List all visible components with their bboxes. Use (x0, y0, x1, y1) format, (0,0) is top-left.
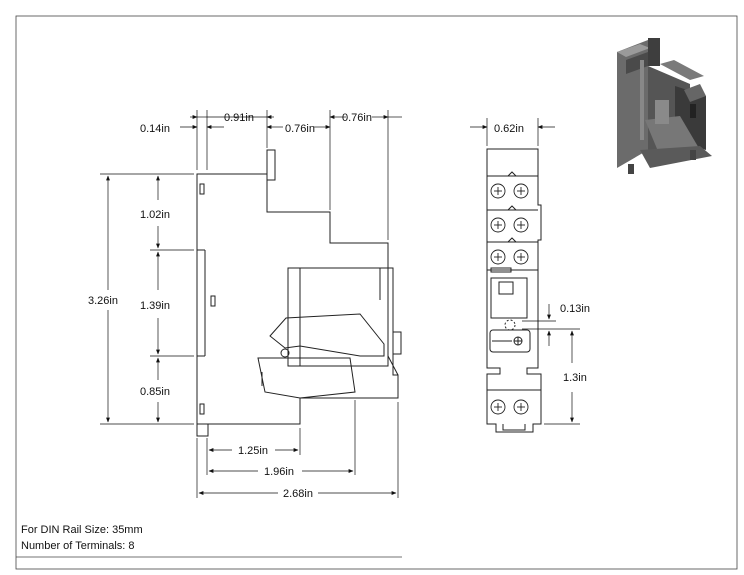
relay-body (287, 267, 389, 367)
dim-0-14: 0.14in (140, 123, 170, 135)
terminal-screw (513, 399, 529, 415)
front-view (486, 148, 542, 433)
dim-0-85: 0.85in (140, 386, 170, 398)
din-rail-note: For DIN Rail Size: 35mm (21, 524, 143, 536)
dim-3-26: 3.26in (88, 295, 118, 307)
terminal-screw (513, 217, 529, 233)
dim-0-91: 0.91in (224, 112, 254, 124)
relay-window (490, 277, 528, 319)
dim-1-25: 1.25in (238, 445, 268, 457)
sheet-border (15, 15, 738, 570)
terminal-screw (490, 249, 506, 265)
dim-0-76-b: 0.76in (342, 112, 372, 124)
latch-lever (269, 313, 385, 357)
bottom-foot (196, 424, 209, 437)
dim-1-02: 1.02in (140, 209, 170, 221)
dim-2-68: 2.68in (283, 488, 313, 500)
lower-clip (257, 357, 356, 399)
terminal-screws (490, 183, 529, 415)
terminal-screw (513, 183, 529, 199)
dim-0-62: 0.62in (494, 123, 524, 135)
dim-0-13: 0.13in (560, 303, 590, 315)
terminal-screw (490, 183, 506, 199)
side-view (196, 149, 402, 437)
terminal-screw (513, 249, 529, 265)
side-view-outline (196, 173, 399, 425)
dim-1-39: 1.39in (140, 300, 170, 312)
dim-0-76-a: 0.76in (285, 123, 315, 135)
side-view-dimensions (100, 110, 402, 498)
side-connector (392, 331, 402, 355)
dim-1-3: 1.3in (563, 372, 587, 384)
product-3d-render (617, 38, 712, 174)
front-view-outline (486, 148, 542, 433)
front-latch (489, 329, 531, 353)
terminal-screw (490, 217, 506, 233)
top-tab (266, 149, 276, 181)
front-view-dimensions (470, 118, 580, 425)
dim-1-96: 1.96in (264, 466, 294, 478)
terminals-note: Number of Terminals: 8 (21, 540, 135, 552)
terminal-screw (490, 399, 506, 415)
